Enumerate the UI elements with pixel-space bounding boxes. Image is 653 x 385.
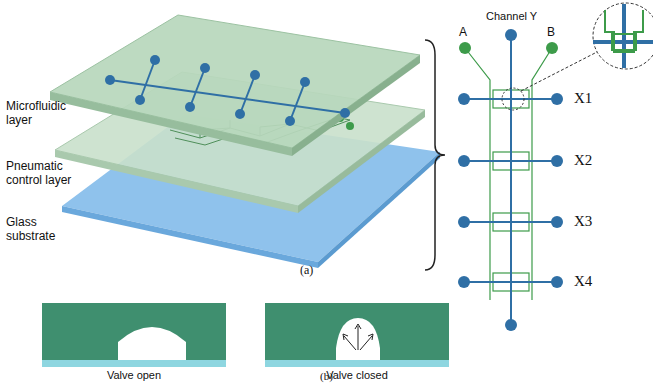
channel-ports xyxy=(458,29,563,331)
channel-label: X2 xyxy=(574,152,592,169)
port-b xyxy=(546,42,558,54)
channel-label: X4 xyxy=(574,273,592,290)
layer-label: Microfluidic layer xyxy=(6,100,86,128)
figure-label: (b) xyxy=(320,370,333,383)
figure-label: (a) xyxy=(300,264,313,278)
channel-dots xyxy=(105,55,350,126)
zoom-leader xyxy=(521,52,597,91)
layer-edge xyxy=(50,92,292,156)
valve-body xyxy=(42,303,226,360)
channel-label: X3 xyxy=(574,213,592,230)
fluid-channel xyxy=(336,318,380,360)
channel-network xyxy=(110,60,345,121)
layer-edge xyxy=(292,55,420,156)
valve-substrate xyxy=(265,360,449,367)
glass-edge xyxy=(62,206,318,268)
control-lines xyxy=(465,48,552,300)
zoom-detail xyxy=(593,4,653,68)
valve-label: Valve closed xyxy=(326,369,388,382)
channels xyxy=(464,35,557,325)
fluid-channel xyxy=(118,342,186,360)
port-a xyxy=(459,42,471,54)
valve-label: Valve open xyxy=(107,369,161,382)
pressure-arrows xyxy=(343,324,373,350)
valve-substrate xyxy=(42,360,226,367)
microfluidic-layer xyxy=(50,15,420,148)
port-label: B xyxy=(547,26,555,40)
port-dot xyxy=(346,122,354,130)
layer-label: Glass substrate xyxy=(6,216,66,244)
layer-label: Pneumatic control layer xyxy=(6,160,86,188)
channel-label: Channel Y xyxy=(486,10,537,23)
bracket xyxy=(425,40,445,270)
layer-edge xyxy=(55,150,298,213)
membrane-dome xyxy=(118,327,186,342)
zoom-circle xyxy=(502,88,524,110)
port-label: A xyxy=(459,26,467,40)
channel-label: X1 xyxy=(574,90,592,107)
valve-body xyxy=(265,303,449,360)
zoom-view xyxy=(593,3,653,69)
